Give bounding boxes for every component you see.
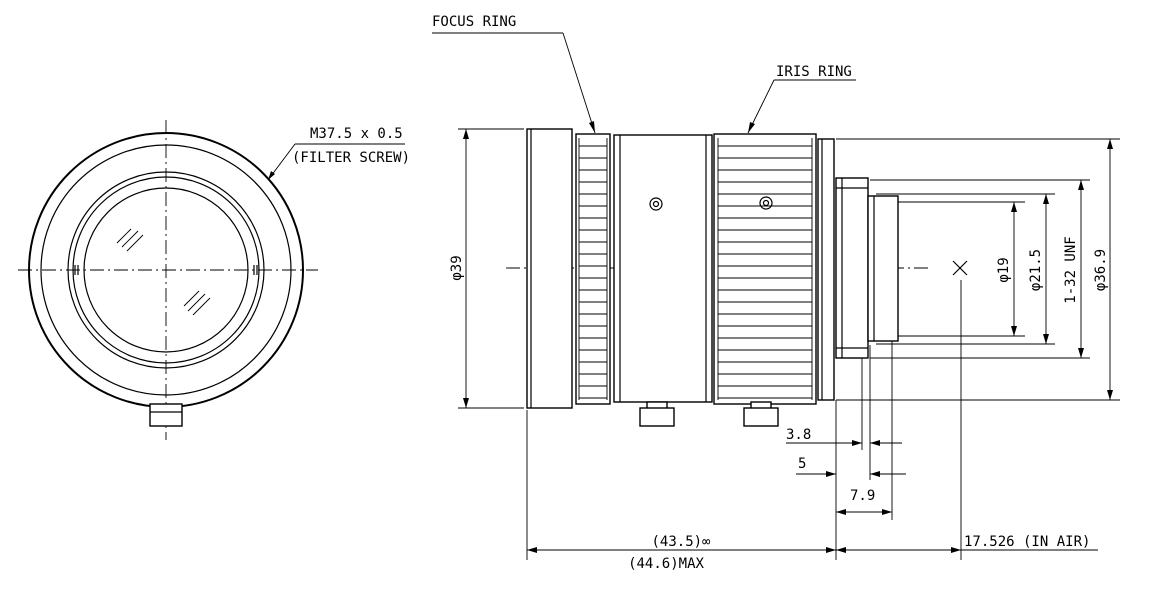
dim-flange-back: 17.526 (IN AIR) bbox=[964, 534, 1090, 550]
iris-ring-label: IRIS RING bbox=[776, 64, 852, 80]
focus-ring-knurl bbox=[578, 138, 608, 400]
dim-dia19: φ19 bbox=[996, 257, 1012, 282]
dim-5: 5 bbox=[798, 456, 806, 472]
dimensions: φ39 φ19 φ21.5 1-32 UNF φ36.9 bbox=[449, 128, 1120, 572]
dim-dia39: φ39 bbox=[449, 255, 465, 280]
dim-length-infinity: (43.5)∞ bbox=[651, 534, 711, 550]
dim-mount-thread: 1-32 UNF bbox=[1063, 236, 1079, 303]
dim-dia21-5: φ21.5 bbox=[1028, 249, 1044, 291]
focus-ring-label: FOCUS RING bbox=[432, 14, 516, 30]
dim-length-max: (44.6)MAX bbox=[628, 556, 704, 572]
side-view: FOCUS RING IRIS RING bbox=[432, 14, 968, 427]
dim-7-9: 7.9 bbox=[850, 488, 875, 504]
iris-ring-knurl bbox=[717, 138, 813, 400]
dim-dia36-9: φ36.9 bbox=[1093, 249, 1109, 291]
front-view: M37.5 x 0.5 (FILTER SCREW) bbox=[18, 120, 410, 440]
dim-3-8: 3.8 bbox=[786, 427, 811, 443]
filter-thread-label: M37.5 x 0.5 bbox=[310, 126, 403, 142]
filter-screw-label: (FILTER SCREW) bbox=[292, 150, 410, 166]
